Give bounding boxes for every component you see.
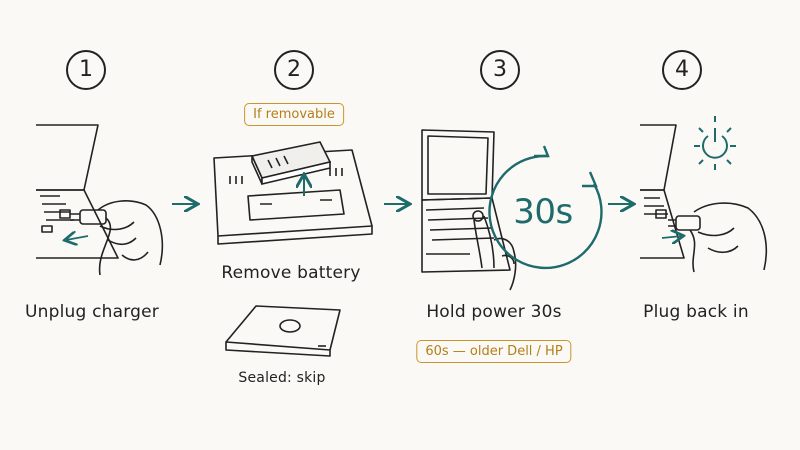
laptop-icon — [640, 124, 685, 259]
hand-icon — [473, 215, 517, 291]
step-number-3: 3 — [480, 50, 520, 90]
step-number-1: 1 — [66, 50, 106, 90]
sealed-label: Sealed: skip — [238, 370, 326, 386]
older-models-note: 60s — older Dell / HP — [416, 340, 572, 363]
battery-icon — [250, 141, 332, 186]
step-label-1: Unplug charger — [25, 302, 159, 322]
laptop-icon — [421, 129, 511, 273]
charger-plug-icon — [70, 209, 112, 276]
step-label-4: Plug back in — [643, 302, 749, 322]
step-label-3: Hold power 30s — [426, 302, 562, 322]
step-label-2: Remove battery — [221, 263, 361, 283]
step-number-4: 4 — [662, 50, 702, 90]
hand-icon — [693, 202, 768, 271]
hand-icon — [97, 200, 164, 266]
power-icon — [694, 116, 736, 170]
timer-label: 30s — [513, 192, 573, 232]
step-number-2: 2 — [274, 50, 314, 90]
charger-plug-icon — [668, 215, 701, 273]
sealed-laptop-icon — [225, 305, 341, 357]
insert-arrow-icon — [661, 236, 682, 238]
timer-icon — [488, 145, 603, 270]
removable-badge: If removable — [244, 103, 344, 126]
power-button-icon — [472, 210, 484, 222]
arrow-left-icon — [66, 236, 89, 240]
